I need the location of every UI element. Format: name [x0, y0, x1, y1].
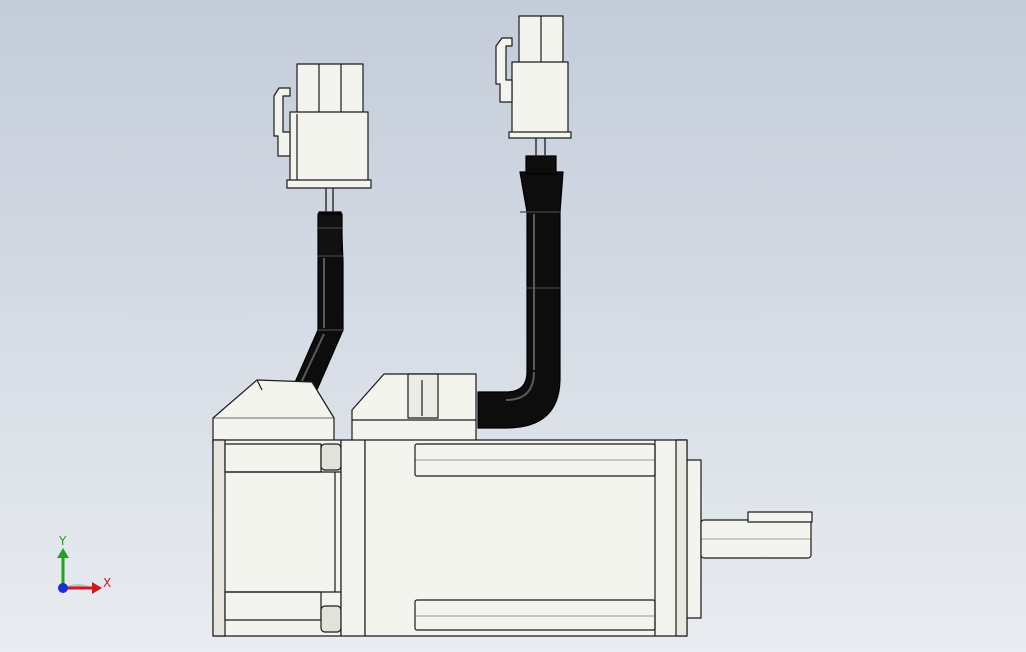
right-connector	[495, 15, 572, 139]
x-axis-arrow	[92, 582, 102, 594]
z-axis-dot	[58, 583, 68, 593]
coordinate-triad: Y X	[57, 534, 111, 594]
x-axis-label: X	[103, 576, 111, 590]
power-housing	[351, 373, 477, 443]
left-connector	[273, 63, 372, 189]
right-cable	[477, 138, 564, 429]
motor-flange-spacer	[340, 439, 366, 637]
y-axis-label: Y	[58, 534, 67, 548]
output-shaft	[700, 511, 813, 559]
motor-front-flange	[675, 439, 702, 637]
motor-body	[364, 439, 688, 637]
y-axis-arrow	[57, 548, 69, 558]
motor-rear-cap	[212, 439, 342, 637]
